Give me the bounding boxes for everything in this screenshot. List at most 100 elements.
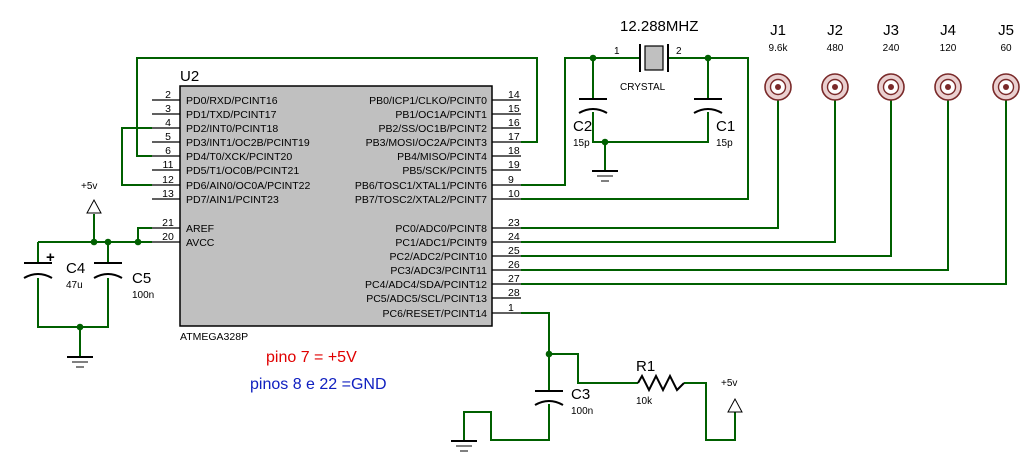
pin-number: 13: [162, 188, 174, 200]
wire-xtal1: [521, 57, 640, 186]
pin-label: PD5/T1/OC0B/PCINT21: [186, 165, 299, 177]
jack-value: 60: [1000, 43, 1012, 54]
pin-label: PD3/INT1/OC2B/PCINT19: [186, 137, 310, 149]
wire-j5: [521, 98, 1007, 285]
capacitor-c2: C2 15p: [573, 98, 608, 149]
jack-ref: J4: [940, 22, 956, 39]
wire-c3-gnd: [463, 404, 550, 441]
wire-reset: [521, 312, 550, 354]
ground-symbol: [67, 356, 93, 368]
pin-number: 6: [165, 145, 171, 157]
note-pin7: pino 7 = +5V: [266, 349, 357, 366]
pin-number: 15: [508, 103, 520, 115]
wire-cap-gnd: [592, 112, 709, 143]
c5-ref: C5: [132, 270, 151, 287]
pin-number: 10: [508, 188, 520, 200]
ground-symbol: [451, 440, 477, 452]
wire-aref: [137, 227, 152, 243]
wire-r1-right: [684, 382, 736, 441]
note-gnd-pins: pinos 8 e 22 =GND: [250, 376, 387, 393]
ground-symbol: [592, 170, 618, 182]
pin-label: PB0/ICP1/CLKO/PCINT0: [369, 95, 487, 107]
pin-number: 27: [508, 273, 520, 285]
pin-number: 21: [162, 217, 174, 229]
jack-ref: J5: [998, 22, 1014, 39]
c2-value: 15p: [573, 138, 590, 149]
chip-ref: U2: [180, 68, 199, 85]
pin-label: PD2/INT0/PCINT18: [186, 123, 278, 135]
pin-number: 9: [508, 174, 514, 186]
pin-label: PD7/AIN1/PCINT23: [186, 194, 279, 206]
pin-number: 20: [162, 231, 174, 243]
capacitor-c1: C1 15p: [693, 98, 735, 149]
c4-value: 47u: [66, 280, 83, 291]
wire-j2: [521, 98, 836, 243]
power-symbol-right: +5v: [721, 378, 743, 413]
wire-mosi-loop: [136, 57, 538, 157]
c5-value: 100n: [132, 290, 154, 301]
c4-polarity: +: [46, 249, 55, 266]
pin-label: PD4/T0/XCK/PCINT20: [186, 151, 292, 163]
pin-label: PD0/RXD/PCINT16: [186, 95, 278, 107]
pin-number: 19: [508, 159, 520, 171]
crystal-pin1: 1: [614, 46, 620, 57]
pin-number: 16: [508, 117, 520, 129]
pin-label: PC4/ADC4/SDA/PCINT12: [365, 279, 487, 291]
jack-value: 480: [827, 43, 844, 54]
c3-ref: C3: [571, 386, 590, 403]
capacitor-c3: C3 100n: [534, 386, 593, 417]
power-symbol-left: +5v: [81, 181, 102, 214]
c1-value: 15p: [716, 138, 733, 149]
wire-r1-left: [549, 353, 638, 384]
jack-value: 9.6k: [769, 43, 789, 54]
pin-number: 14: [508, 89, 520, 101]
wire-pd2-pd6: [121, 127, 152, 186]
pin-label: PB2/SS/OC1B/PCINT2: [378, 123, 487, 135]
pin-number: 25: [508, 245, 520, 257]
pin-label: PD6/AIN0/OC0A/PCINT22: [186, 180, 310, 192]
pin-number: 5: [165, 131, 171, 143]
capacitor-c4: + C4 47u: [23, 249, 85, 291]
pin-label: PB4/MISO/PCINT4: [397, 151, 487, 163]
capacitor-c5: C5 100n: [93, 262, 154, 301]
pin-number: 1: [508, 302, 514, 314]
jack-center: [945, 84, 951, 90]
pin-number: 12: [162, 174, 174, 186]
pin-number: 18: [508, 145, 520, 157]
c1-ref: C1: [716, 118, 735, 135]
pin-number: 11: [163, 159, 174, 171]
pin-label: PB1/OC1A/PCINT1: [395, 109, 487, 121]
pin-label: PC1/ADC1/PCINT9: [395, 237, 487, 249]
jack-ref: J2: [827, 22, 843, 39]
wires: [37, 57, 1007, 441]
pin-label: PC5/ADC5/SCL/PCINT13: [366, 293, 487, 305]
pin-label: PC2/ADC2/PCINT10: [390, 251, 488, 263]
pin-label: PB3/MOSI/OC2A/PCINT3: [366, 137, 488, 149]
jack-ref: J1: [770, 22, 786, 39]
pin-number: 3: [165, 103, 171, 115]
chip-part: ATMEGA328P: [180, 331, 248, 343]
pin-label: AREF: [186, 223, 214, 235]
wire-j3: [521, 98, 892, 257]
jack-j1: J1 9.6k: [764, 22, 792, 101]
wire-xtal2: [521, 57, 749, 200]
resistor-r1: R1 10k: [636, 358, 685, 407]
crystal-x1: 12.288MHZ 1 2 CRYSTAL: [614, 18, 698, 93]
wire-decouple-gnd: [37, 278, 109, 328]
jack-ref: J3: [883, 22, 899, 39]
pin-label: PB6/TOSC1/XTAL1/PCINT6: [355, 180, 487, 192]
pin-label: PC0/ADC0/PCINT8: [395, 223, 487, 235]
pin-number: 24: [508, 231, 520, 243]
r1-ref: R1: [636, 358, 655, 375]
pin-label: PD1/TXD/PCINT17: [186, 109, 277, 121]
r1-value: 10k: [636, 396, 653, 407]
jack-value: 240: [883, 43, 900, 54]
wire-j4: [521, 98, 949, 271]
pin-number: 2: [165, 89, 171, 101]
